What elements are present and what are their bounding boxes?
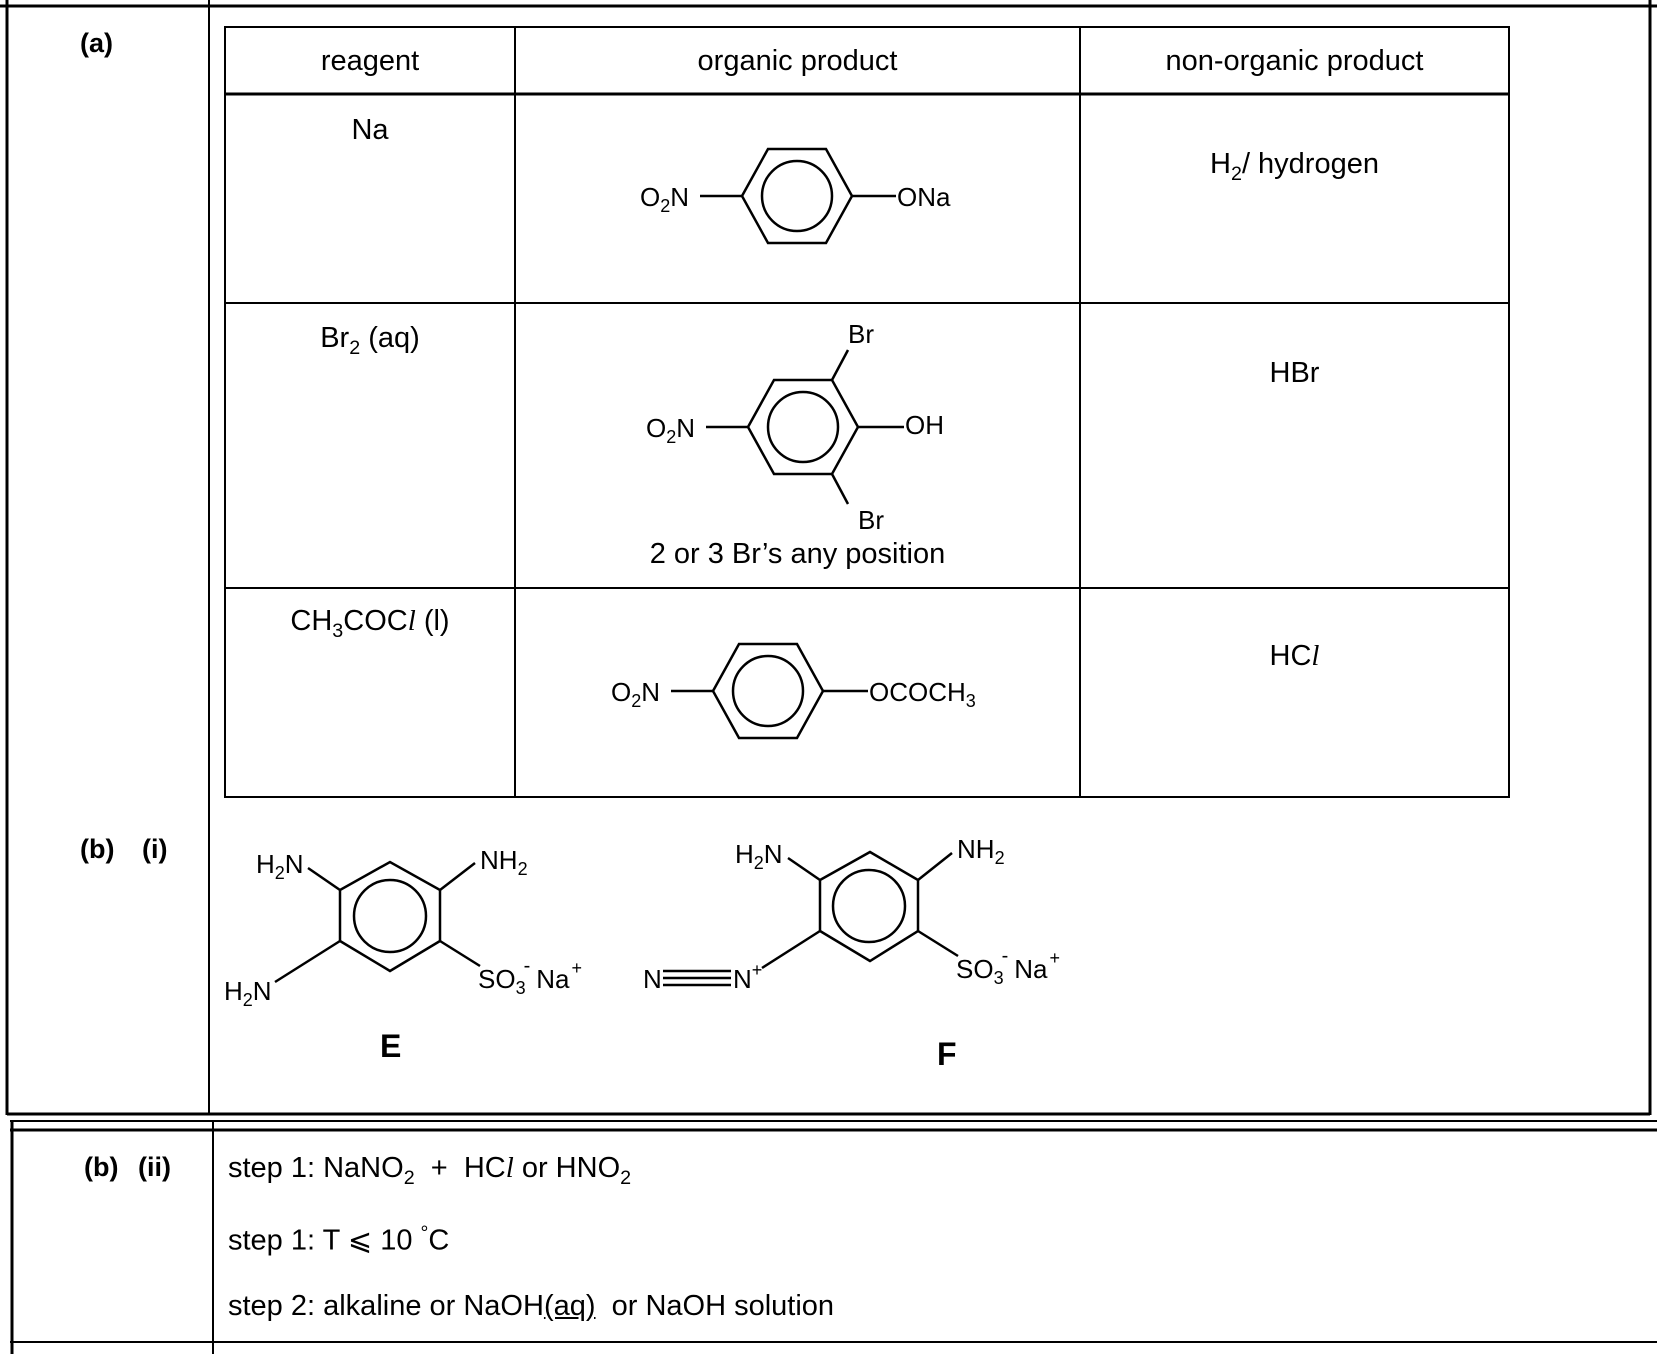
step-line-3: step 2: alkaline or NaOH(aq) or NaOH sol…	[228, 1290, 835, 1322]
e-h2n-top-label: H2N	[256, 849, 304, 883]
row2-reagent: Br2 (aq)	[320, 322, 420, 359]
row3-nonorganic: HCl	[1269, 640, 1320, 672]
row2-br-top-label: Br	[848, 319, 874, 349]
e-h2n-bottom-label: H2N	[224, 976, 272, 1010]
row1-benzene-ring	[700, 147, 896, 245]
part-b2-label: (b)	[84, 1152, 119, 1182]
structure-e-ring	[274, 860, 481, 984]
row1-nonorganic: H2/ hydrogen	[1210, 148, 1379, 185]
e-nh2-right-label: NH2	[480, 845, 528, 879]
header-non-organic-product: non-organic product	[1165, 45, 1424, 77]
row1-reagent: Na	[351, 114, 389, 146]
row2-br-bottom-label: Br	[858, 505, 884, 535]
row3-no2-label: O2N	[611, 677, 660, 711]
f-n1-label: N	[643, 964, 662, 994]
step-line-1: step 1: NaNO2 + HCl or HNO2	[228, 1152, 632, 1189]
row3-benzene-ring	[671, 642, 868, 740]
f-so3-label: SO3-Na+	[956, 945, 1060, 988]
f-h2n-top-label: H2N	[735, 839, 783, 873]
row3-ococh3-label: OCOCH3	[869, 677, 976, 711]
part-b-i-label: (i)	[142, 834, 168, 864]
e-so3-label: SO3-Na+	[478, 955, 582, 998]
row2-nonorganic: HBr	[1269, 357, 1320, 389]
row1-no2-label: O2N	[640, 182, 689, 216]
f-nh2-right-label: NH2	[957, 834, 1005, 868]
row2-oh-label: OH	[905, 410, 944, 440]
row2-no2-label: O2N	[646, 413, 695, 447]
f-n2-label: N+	[733, 960, 762, 994]
header-reagent: reagent	[320, 45, 420, 77]
row3-reagent: CH3COCl (l)	[290, 605, 450, 642]
structure-e-label: E	[380, 1028, 401, 1064]
structure-f-ring	[663, 850, 959, 987]
header-organic-product: organic product	[697, 45, 898, 77]
structure-f-label: F	[937, 1036, 957, 1072]
step-line-2: step 1: T ⩽ 10 °C	[228, 1222, 450, 1257]
part-b-label: (b)	[80, 834, 115, 864]
row2-organic-note: 2 or 3 Br’s any position	[649, 538, 946, 570]
part-a-label: (a)	[80, 28, 113, 58]
part-b-ii-label: (ii)	[138, 1152, 171, 1182]
row1-ona-label: ONa	[897, 182, 951, 212]
row2-benzene-ring	[706, 349, 904, 505]
